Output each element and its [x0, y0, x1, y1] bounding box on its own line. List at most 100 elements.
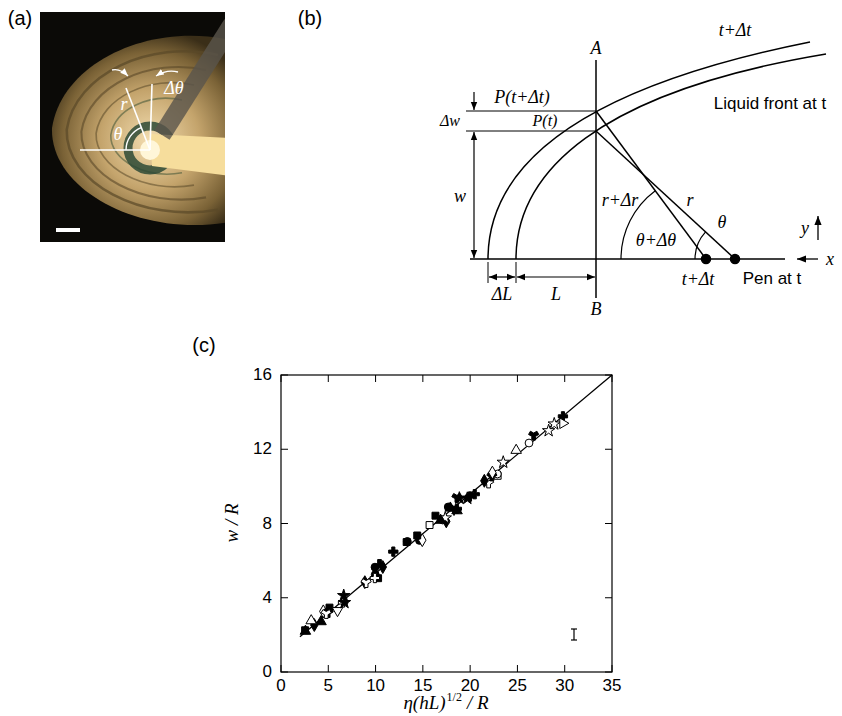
tick: [281, 449, 288, 450]
point-label: B: [591, 299, 602, 320]
error-bar-cap: [571, 628, 577, 629]
angle-label: θ: [114, 124, 123, 145]
tick: [517, 665, 518, 672]
tick: [564, 375, 565, 382]
data-marker: [371, 563, 379, 571]
tick: [281, 375, 288, 376]
tick: [612, 665, 613, 672]
pen-dot: [731, 255, 740, 264]
data-marker: [452, 504, 461, 513]
data-marker: [306, 615, 317, 624]
angle-arrow: [112, 70, 128, 76]
data-marker: [525, 439, 533, 447]
front-curve: [488, 42, 810, 259]
radius-line: [596, 111, 706, 259]
angle-label: θ: [718, 212, 727, 233]
tick-label: 0: [276, 676, 285, 696]
dimension-arrow: [473, 132, 474, 258]
tick-label: 12: [253, 439, 272, 459]
point-label: P(t): [533, 112, 558, 130]
photo: [40, 12, 225, 242]
radius-label: r: [120, 94, 127, 115]
scale-bar: [56, 228, 80, 232]
tick: [605, 672, 612, 673]
radius-label: r+Δr: [602, 190, 639, 211]
tick: [422, 665, 423, 672]
axis-title: η(hL)1/2/ R: [403, 692, 488, 714]
radius-line: [126, 88, 150, 150]
plot-frame: [281, 375, 612, 672]
schematic: [466, 42, 826, 298]
extension-line: [516, 262, 517, 283]
extension-line: [466, 131, 596, 132]
data-marker: [300, 625, 311, 634]
tick-label: 35: [603, 676, 622, 696]
plot: [281, 375, 612, 672]
pen-label: t+Δt: [682, 269, 715, 290]
fit-line: [300, 375, 612, 637]
angle-arc: [126, 128, 141, 150]
data-marker: [321, 610, 331, 619]
dimension-label: ΔL: [492, 284, 513, 305]
data-points: [300, 412, 569, 635]
tick: [281, 375, 282, 382]
panel-letter: (a): [8, 7, 32, 30]
dimension-arrow: [489, 276, 515, 277]
data-marker: [452, 493, 462, 502]
data-marker: [435, 514, 446, 523]
data-marker: [338, 589, 350, 601]
angle-label: θ+Δθ: [636, 230, 676, 251]
radius-label: r: [686, 190, 693, 211]
angle-label: Δθ: [164, 78, 183, 99]
axis-label: x: [826, 249, 834, 270]
tick-label: 16: [253, 365, 272, 385]
axis-title: w / R: [221, 503, 243, 542]
tick: [281, 523, 288, 524]
tick: [605, 523, 612, 524]
bright-trail: [150, 134, 225, 176]
tick-label: 25: [508, 676, 527, 696]
data-marker: [379, 561, 386, 574]
dimension-label: Δw: [440, 112, 460, 130]
ticks: [281, 375, 612, 672]
tick: [605, 597, 612, 598]
tick-label: 5: [324, 676, 333, 696]
pen-dot: [702, 255, 711, 264]
line-ab: [595, 60, 597, 298]
error-bar-stem: [573, 629, 574, 640]
data-marker: [389, 547, 398, 556]
data-marker: [403, 538, 411, 546]
panel-letter: (b): [298, 7, 322, 30]
tick-label: 8: [263, 514, 272, 534]
curve-label: t+Δt: [719, 20, 752, 41]
pen-label: Pen at t: [743, 269, 802, 289]
data-marker: [497, 456, 509, 468]
tick: [375, 665, 376, 672]
error-bar-cap: [571, 639, 577, 640]
tick-label: 0: [263, 662, 272, 682]
axis-title-part: 1/2: [447, 690, 462, 705]
tick: [517, 375, 518, 382]
axis-title-part: η(hL): [403, 692, 445, 714]
dimension-arrow: [473, 92, 474, 110]
tick: [281, 665, 282, 672]
dimension-label: w: [454, 186, 466, 207]
data-marker: [414, 532, 421, 539]
radius-line: [596, 131, 735, 259]
pen: [162, 24, 225, 135]
tick: [470, 375, 471, 382]
axis-arrow: [817, 216, 818, 240]
data-marker: [444, 503, 452, 511]
panel-letter: (c): [192, 334, 215, 357]
point-label: A: [591, 38, 602, 59]
tick: [564, 665, 565, 672]
tick-label: 4: [263, 588, 272, 608]
data-marker: [370, 573, 379, 582]
tick: [422, 375, 423, 382]
data-marker: [542, 424, 554, 436]
tick-label: 30: [555, 676, 574, 696]
data-marker: [481, 474, 488, 487]
data-marker: [302, 627, 309, 634]
tick: [328, 665, 329, 672]
